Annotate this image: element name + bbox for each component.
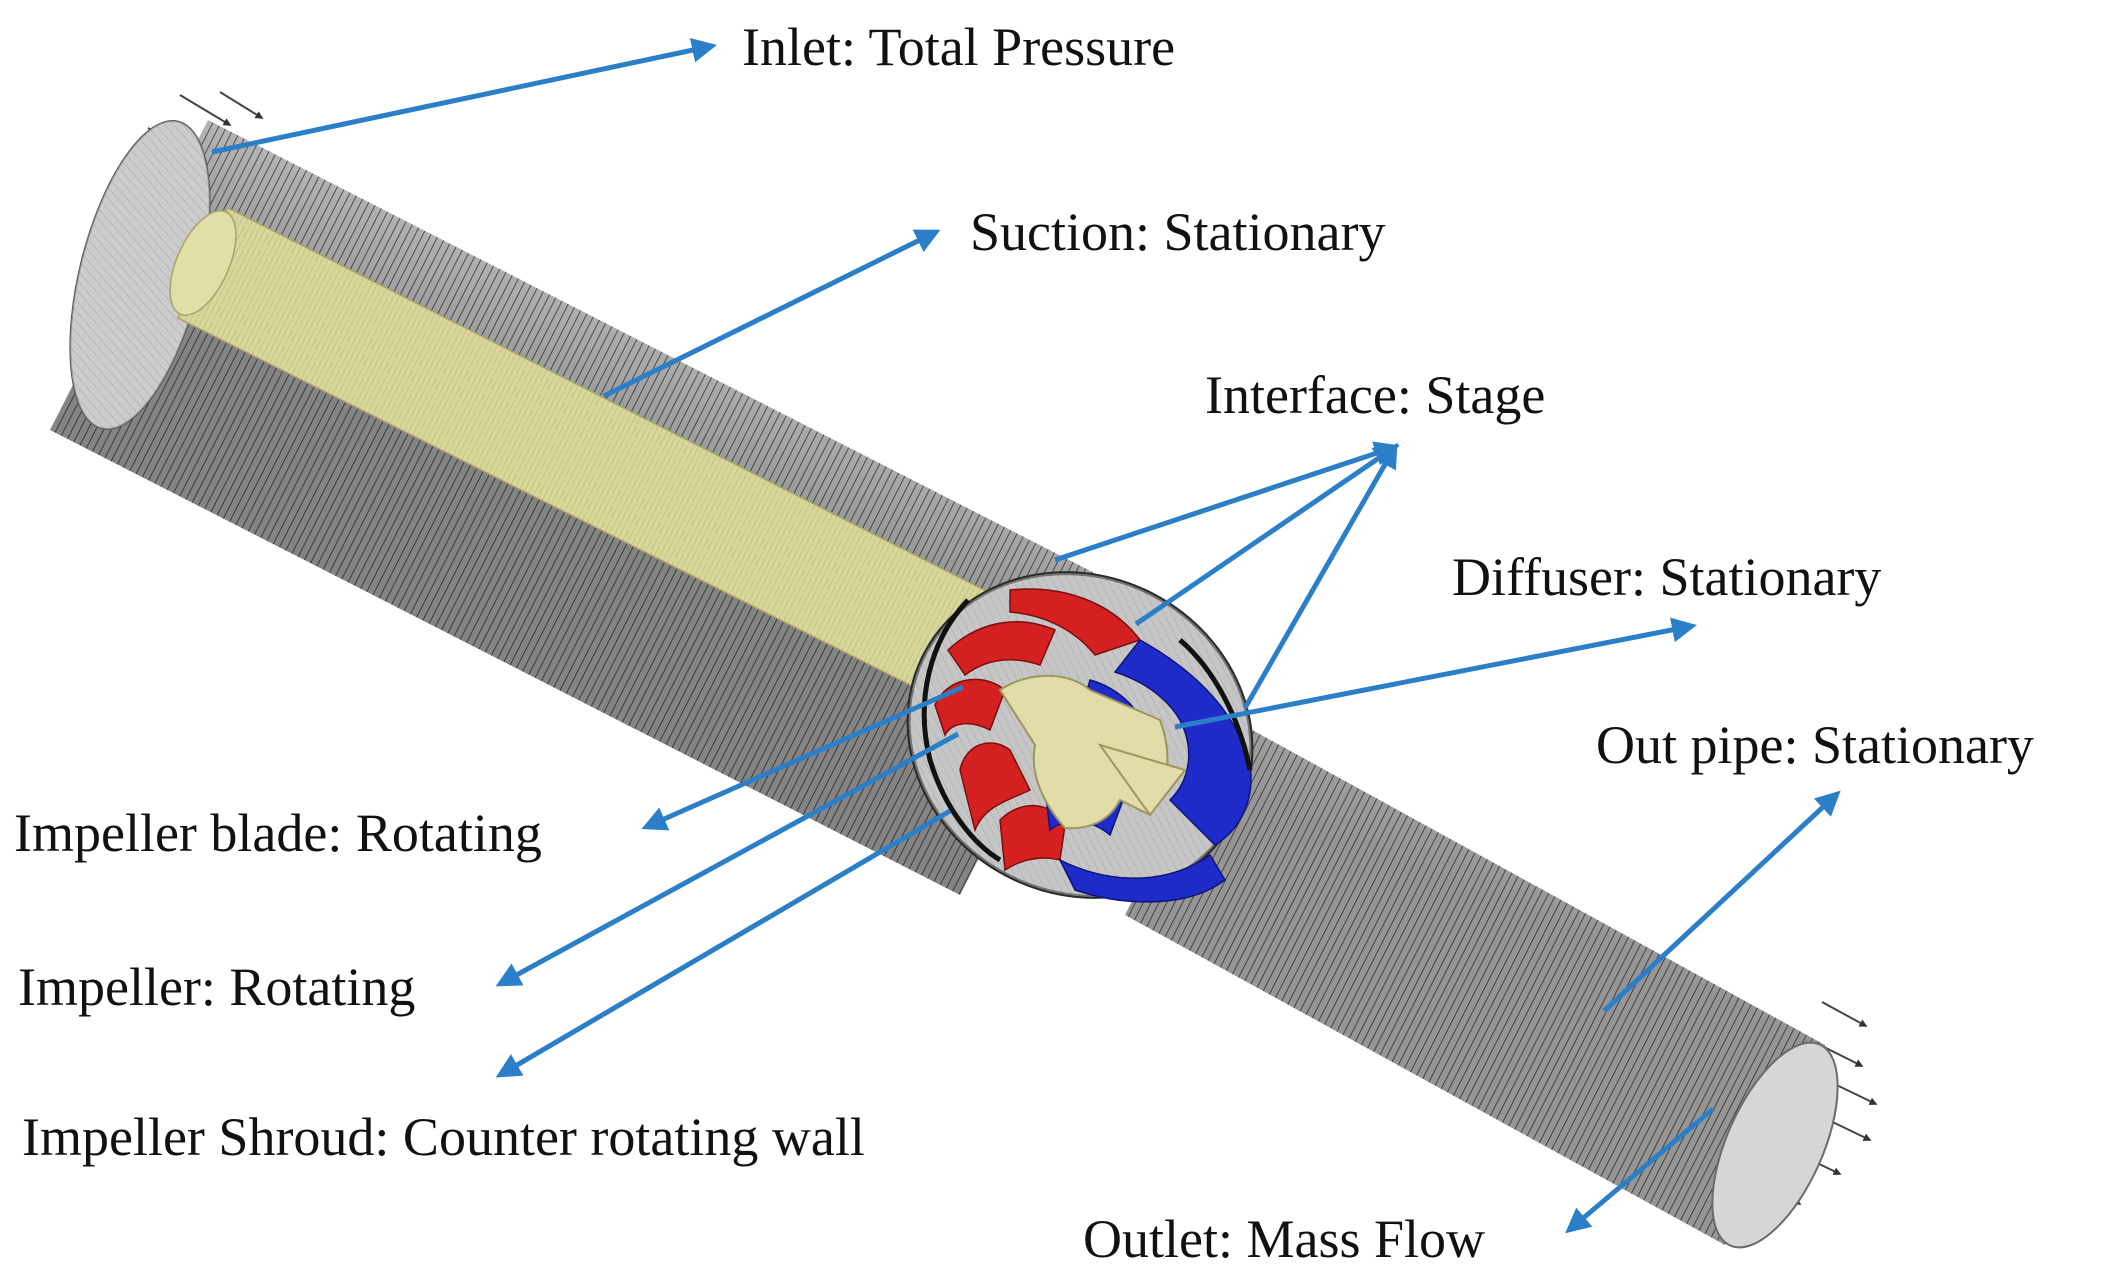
outlet-face bbox=[1711, 1041, 1839, 1249]
out-pipe-arrow bbox=[1602, 790, 1841, 1013]
impeller-shroud-label: Impeller Shroud: Counter rotating wall bbox=[22, 1107, 865, 1167]
suction-arrow bbox=[602, 229, 941, 399]
interface-arrow-2 bbox=[1134, 444, 1400, 627]
out-pipe bbox=[1125, 715, 1839, 1249]
impeller-blade-label: Impeller blade: Rotating bbox=[14, 803, 542, 863]
interface-label: Interface: Stage bbox=[1205, 365, 1546, 425]
impeller-label: Impeller: Rotating bbox=[18, 957, 416, 1017]
interface-arrow-3 bbox=[1242, 442, 1398, 710]
interface-arrow-1 bbox=[1054, 441, 1400, 563]
outlet-label: Outlet: Mass Flow bbox=[1083, 1209, 1486, 1269]
impeller-shroud bbox=[921, 598, 1253, 863]
diffuser-arrow bbox=[1174, 617, 1697, 730]
impeller-hub bbox=[998, 674, 1187, 830]
impeller-blades bbox=[934, 588, 1142, 872]
outlet-arrow bbox=[1565, 1107, 1715, 1234]
suction-label: Suction: Stationary bbox=[970, 202, 1386, 262]
callout-arrows bbox=[211, 37, 1841, 1234]
impeller-blade-arrow bbox=[641, 684, 965, 831]
inlet-label: Inlet: Total Pressure bbox=[742, 17, 1176, 77]
impeller-shroud-arrow bbox=[495, 808, 952, 1078]
impeller-arrow bbox=[495, 731, 960, 987]
inlet-arrow bbox=[211, 37, 717, 155]
out-pipe-label: Out pipe: Stationary bbox=[1596, 715, 2034, 775]
diffuser-label: Diffuser: Stationary bbox=[1452, 547, 1882, 607]
